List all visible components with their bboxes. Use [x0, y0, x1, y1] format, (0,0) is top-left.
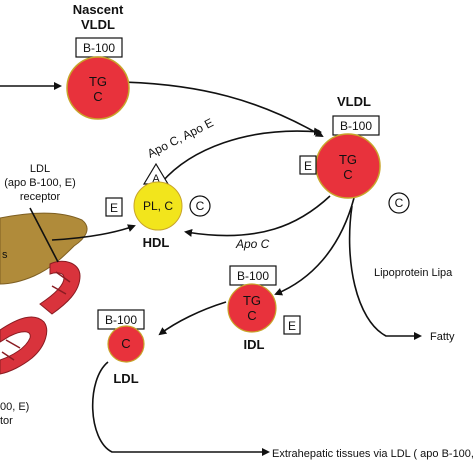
vldl-apo-e-label: E: [304, 159, 312, 173]
ldl-receptor-shape-lower: [0, 316, 48, 375]
idl-apo-b100-label: B-100: [237, 269, 269, 283]
vldl-title: VLDL: [337, 94, 371, 109]
nascent-vldl-particle: [66, 56, 130, 120]
hdl-apo-c-circle: [189, 195, 211, 217]
ldl-apo-b100-label: B-100: [105, 313, 137, 327]
receptor-bottom-label-line2: tor: [0, 415, 13, 427]
nascent-vldl-c: C: [93, 89, 102, 104]
nascent-vldl-apo-b100-label: B-100: [83, 41, 115, 55]
apo-c-apo-e-transfer-label: Apo C, Apo E: [145, 115, 216, 160]
receptor-label-line2: (apo B-100, E): [4, 177, 76, 189]
hdl-apo-a-label: A: [152, 173, 160, 185]
hdl-particle: [133, 181, 183, 231]
hdl-apo-e-label: E: [110, 201, 118, 215]
hdl-apo-c-label: C: [196, 199, 205, 213]
idl-particle: [227, 283, 277, 333]
extrahepatic-tissues-label: Extrahepatic tissues via LDL ( apo B-100…: [272, 448, 474, 460]
fatty-acids-label: Fatty: [430, 331, 455, 343]
hdl-title: HDL: [143, 235, 170, 250]
receptor-label-line3: receptor: [20, 191, 61, 203]
vldl-to-hdl-apo-c-arrow: [184, 195, 331, 237]
hepatocyte-cell: [0, 212, 88, 285]
idl-apo-e-box: [283, 315, 301, 335]
vldl-tg: TG: [339, 152, 357, 167]
ldl-receptor-shape-upper: [39, 260, 81, 315]
vldl-apo-c-label: C: [395, 196, 404, 210]
vldl-to-fatty-acids-line: [348, 205, 422, 340]
hdl-apo-e-box: [105, 197, 123, 217]
lipoprotein-lipase-label: Lipoprotein Lipa: [374, 267, 453, 279]
vldl-to-idl-arrow: [274, 197, 355, 296]
nascent-vldl-title-line1: Nascent: [73, 2, 124, 17]
hdl-core-label: PL, C: [143, 199, 173, 213]
vldl-apo-b100-label: B-100: [340, 119, 372, 133]
vldl-c: C: [343, 167, 352, 182]
vldl-apo-c-circle: [388, 192, 410, 214]
vldl-apo-e-box: [299, 155, 317, 175]
idl-apo-e-label: E: [288, 319, 296, 333]
ldl-to-extrahepatic-arrow: [91, 361, 270, 456]
apo-c-transfer-label: Apo C: [235, 237, 270, 251]
ldl-title: LDL: [113, 371, 138, 386]
nascent-to-vldl-arrow: [119, 81, 324, 138]
nascent-vldl-tg: TG: [89, 74, 107, 89]
cell-to-hdl-arrow: [51, 224, 136, 241]
idl-to-ldl-arrow: [158, 301, 227, 336]
hdl-to-vldl-apo-transfer-arrow: [161, 127, 322, 183]
ldl-c: C: [121, 336, 130, 351]
nascent-vldl-title-line2: VLDL: [81, 17, 115, 32]
receptor-pointer-line: [29, 207, 59, 263]
idl-c: C: [247, 308, 256, 323]
idl-tg: TG: [243, 293, 261, 308]
receptor-bottom-label-line1: 00, E): [0, 401, 29, 413]
cell-cut-label: s: [2, 249, 8, 261]
receptor-dashes: [1, 271, 71, 361]
idl-title: IDL: [244, 337, 265, 352]
ldl-particle: [107, 325, 145, 363]
receptor-label-line1: LDL: [30, 163, 50, 175]
